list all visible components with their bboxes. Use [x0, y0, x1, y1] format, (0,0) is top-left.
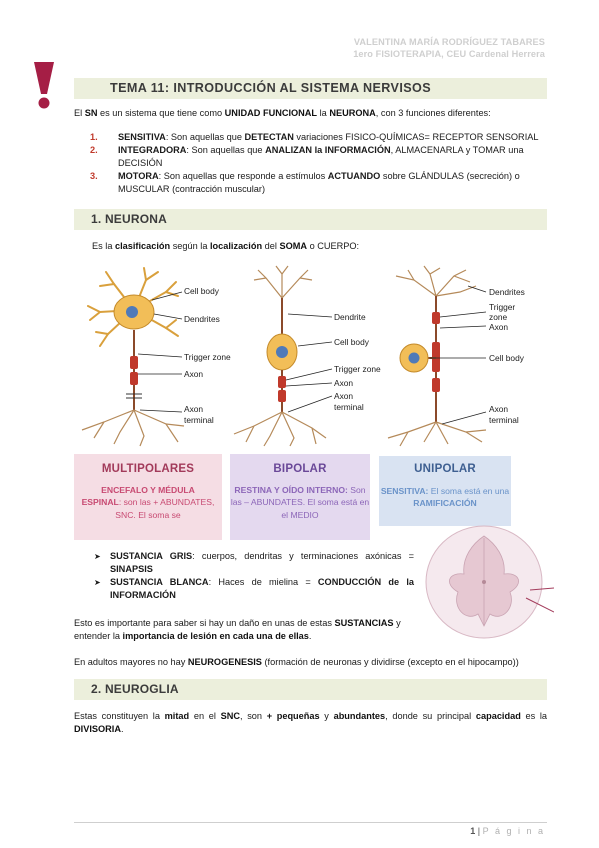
label-dendrite: Dendrite — [334, 312, 366, 322]
label-axon-terminal: terminal — [489, 415, 519, 425]
multipolar-neuron — [81, 267, 185, 447]
neuron-types-figure: Cell body Dendrites Trigger zone Axon Ax… — [81, 265, 525, 447]
label-axon-terminal: Axon — [334, 391, 353, 401]
label-axon-terminal: Axon — [489, 404, 508, 414]
label-axon-terminal: terminal — [184, 415, 214, 425]
label-axon: Axon — [489, 322, 508, 332]
list-item: ➤SUSTANCIA GRIS: cuerpos, dendritas y te… — [94, 551, 414, 574]
multipolar-title: MULTIPOLARES — [101, 463, 195, 475]
arrow-bullet-icon: ➤ — [94, 552, 101, 561]
list-item: 3.MOTORA: Son aquellas que responde a es… — [90, 171, 520, 194]
label-cell-body: Cell body — [489, 353, 525, 363]
neurogenesis-paragraph: En adultos mayores no hay NEUROGENESIS (… — [74, 657, 519, 667]
unipolar-desc: SENSITIVA: El soma está en una RAMIFICAC… — [380, 485, 510, 509]
label-trigger-zone: Trigger zone — [184, 352, 231, 362]
label-axon: Axon — [184, 369, 203, 379]
label-axon-terminal: Axon — [184, 404, 203, 414]
unipolar-neuron — [387, 265, 487, 447]
arrow-bullet-icon: ➤ — [94, 578, 101, 587]
bipolar-desc: RESTINA Y OÍDO INTERNO: Son las – ABUNDA… — [230, 484, 370, 520]
substances-list: ➤SUSTANCIA GRIS: cuerpos, dendritas y te… — [88, 550, 414, 602]
list-item: 2.INTEGRADORA: Son aquellas que ANALIZAN… — [90, 145, 524, 168]
unipolar-title: UNIPOLAR — [414, 463, 476, 475]
exclamation-icon — [34, 62, 54, 109]
neuroglia-paragraph: Estas constituyen la mitad en el SNC, so… — [74, 711, 548, 734]
page-number: 1 — [470, 826, 476, 836]
section-heading-neurona: 1. NEURONA — [74, 209, 547, 230]
intro-paragraph: El SN es un sistema que tiene como UNIDA… — [74, 108, 491, 118]
label-cell-body: Cell body — [184, 286, 220, 296]
label-axon: Axon — [334, 378, 353, 388]
label-dendrites: Dendrites — [489, 287, 525, 297]
label-trigger: Trigger — [489, 302, 515, 312]
bipolar-box: BIPOLAR RESTINA Y OÍDO INTERNO: Son las … — [230, 454, 370, 540]
title-band: TEMA 11: INTRODUCCIÓN AL SISTEMA NERVISO… — [74, 78, 547, 99]
list-item: 1.SENSITIVA: Son aquellas que DETECTAN v… — [90, 132, 539, 142]
classification-text: Es la clasificación según la localizació… — [92, 241, 360, 251]
footer-divider — [74, 822, 547, 823]
label-zone: zone — [489, 312, 508, 322]
spinal-cord-image — [425, 525, 554, 639]
course-name: 1ero FISIOTERAPIA, CEU Cardenal Herrera — [353, 49, 545, 59]
label-axon-terminal: terminal — [334, 402, 364, 412]
functions-list: 1.SENSITIVA: Son aquellas que DETECTAN v… — [90, 131, 540, 196]
bipolar-neuron — [233, 265, 327, 447]
page-footer: 1 | P á g i n a — [470, 826, 545, 836]
unipolar-box: UNIPOLAR SENSITIVA: El soma está en una … — [379, 456, 511, 526]
importance-paragraph: Esto es importante para saber si hay un … — [74, 618, 401, 641]
section-heading-neuroglia: 2. NEUROGLIA — [74, 679, 547, 700]
bipolar-title: BIPOLAR — [273, 463, 327, 475]
page-title: TEMA 11: INTRODUCCIÓN AL SISTEMA NERVISO… — [110, 81, 432, 95]
list-item: ➤SUSTANCIA BLANCA: Haces de mielina = CO… — [94, 577, 414, 600]
label-cell-body: Cell body — [334, 337, 370, 347]
page-label: P á g i n a — [482, 826, 545, 836]
label-dendrites: Dendrites — [184, 314, 220, 324]
label-trigger-zone: Trigger zone — [334, 364, 381, 374]
author-name: VALENTINA MARÍA RODRÍGUEZ TABARES — [353, 37, 545, 47]
